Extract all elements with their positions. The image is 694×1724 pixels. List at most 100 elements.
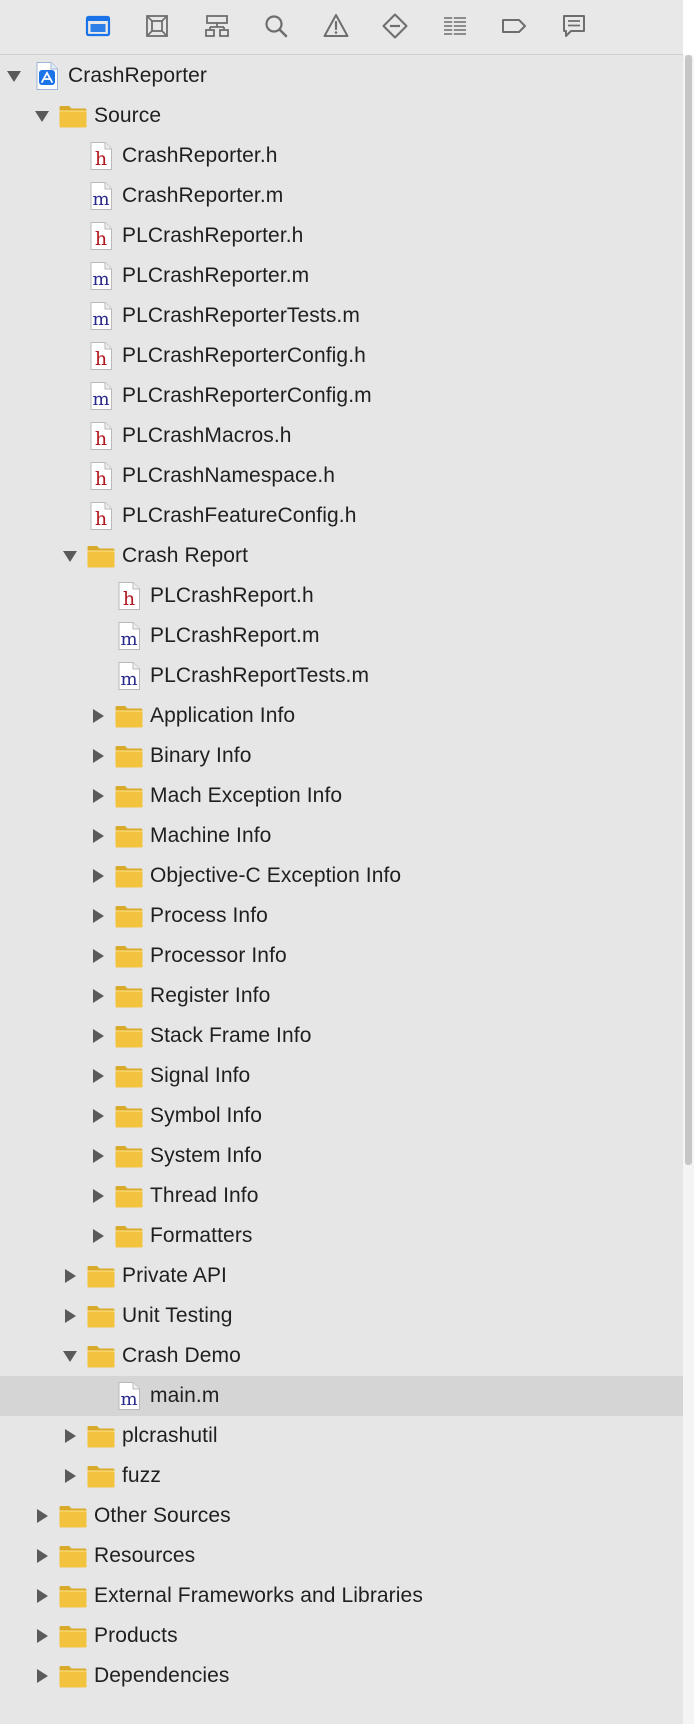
tree-row-plcrashreporter-m[interactable]: m PLCrashReporter.m xyxy=(0,256,683,296)
disclosure-collapsed-icon[interactable] xyxy=(89,827,107,845)
disclosure-collapsed-icon[interactable] xyxy=(89,787,107,805)
tree-item-label: PLCrashReporterConfig.h xyxy=(122,344,366,367)
tree-row-thread-info[interactable]: Thread Info xyxy=(0,1176,683,1216)
report-bubble-icon[interactable] xyxy=(554,9,594,43)
disclosure-collapsed-icon[interactable] xyxy=(61,1267,79,1285)
tree-item-label: Crash Report xyxy=(122,544,249,567)
tree-row-external-frameworks-and-libraries[interactable]: External Frameworks and Libraries xyxy=(0,1576,683,1616)
folder-icon xyxy=(58,101,88,131)
svg-text:h: h xyxy=(95,508,107,530)
breakpoint-tag-icon[interactable] xyxy=(494,9,534,43)
tree-row-stack-frame-info[interactable]: Stack Frame Info xyxy=(0,1016,683,1056)
svg-text:m: m xyxy=(120,629,137,650)
issue-warning-icon[interactable] xyxy=(316,9,356,43)
tree-row-dependencies[interactable]: Dependencies xyxy=(0,1656,683,1696)
disclosure-collapsed-icon[interactable] xyxy=(89,907,107,925)
disclosure-collapsed-icon[interactable] xyxy=(89,947,107,965)
disclosure-collapsed-icon[interactable] xyxy=(89,987,107,1005)
disclosure-collapsed-icon[interactable] xyxy=(33,1547,51,1565)
disclosure-collapsed-icon[interactable] xyxy=(61,1307,79,1325)
tree-row-register-info[interactable]: Register Info xyxy=(0,976,683,1016)
tree-row-plcrashreporterconfig-m[interactable]: m PLCrashReporterConfig.m xyxy=(0,376,683,416)
tree-row-application-info[interactable]: Application Info xyxy=(0,696,683,736)
tree-row-private-api[interactable]: Private API xyxy=(0,1256,683,1296)
tree-row-other-sources[interactable]: Other Sources xyxy=(0,1496,683,1536)
tree-row-system-info[interactable]: System Info xyxy=(0,1136,683,1176)
disclosure-collapsed-icon[interactable] xyxy=(61,1427,79,1445)
folder-icon xyxy=(58,1581,88,1611)
disclosure-collapsed-icon[interactable] xyxy=(61,1467,79,1485)
tree-row-plcrashreport-h[interactable]: h PLCrashReport.h xyxy=(0,576,683,616)
tree-row-plcrashreporterconfig-h[interactable]: h PLCrashReporterConfig.h xyxy=(0,336,683,376)
tree-row-binary-info[interactable]: Binary Info xyxy=(0,736,683,776)
source-control-icon[interactable] xyxy=(137,9,177,43)
tree-row-crashreporter-m[interactable]: m CrashReporter.m xyxy=(0,176,683,216)
tree-row-formatters[interactable]: Formatters xyxy=(0,1216,683,1256)
tree-item-label: Symbol Info xyxy=(150,1104,262,1127)
disclosure-collapsed-icon[interactable] xyxy=(33,1507,51,1525)
tree-item-label: PLCrashReportTests.m xyxy=(150,664,370,687)
tree-item-label: Thread Info xyxy=(150,1184,259,1207)
disclosure-collapsed-icon[interactable] xyxy=(33,1587,51,1605)
header-file-icon: h xyxy=(86,421,116,451)
disclosure-collapsed-icon[interactable] xyxy=(89,1107,107,1125)
tree-item-label: fuzz xyxy=(122,1464,161,1487)
disclosure-collapsed-icon[interactable] xyxy=(89,1227,107,1245)
tree-row-symbol-info[interactable]: Symbol Info xyxy=(0,1096,683,1136)
tree-item-label: PLCrashReporterConfig.m xyxy=(122,384,372,407)
disclosure-collapsed-icon[interactable] xyxy=(89,1067,107,1085)
test-diamond-icon[interactable] xyxy=(375,9,415,43)
tree-row-products[interactable]: Products xyxy=(0,1616,683,1656)
tree-row-signal-info[interactable]: Signal Info xyxy=(0,1056,683,1096)
scrollbar-thumb[interactable] xyxy=(685,55,692,1165)
tree-row-plcrashreporttests-m[interactable]: m PLCrashReportTests.m xyxy=(0,656,683,696)
disclosure-expanded-icon[interactable] xyxy=(5,67,23,85)
project-navigator-icon[interactable] xyxy=(78,9,118,43)
disclosure-expanded-icon[interactable] xyxy=(33,107,51,125)
disclosure-collapsed-icon[interactable] xyxy=(89,867,107,885)
tree-row-plcrashutil[interactable]: plcrashutil xyxy=(0,1416,683,1456)
tree-row-plcrashmacros-h[interactable]: h PLCrashMacros.h xyxy=(0,416,683,456)
disclosure-collapsed-icon[interactable] xyxy=(89,707,107,725)
tree-row-plcrashreporter-h[interactable]: h PLCrashReporter.h xyxy=(0,216,683,256)
tree-row-fuzz[interactable]: fuzz xyxy=(0,1456,683,1496)
folder-icon xyxy=(114,1021,144,1051)
tree-row-mach-exception-info[interactable]: Mach Exception Info xyxy=(0,776,683,816)
tree-row-plcrashreport-m[interactable]: m PLCrashReport.m xyxy=(0,616,683,656)
svg-text:h: h xyxy=(95,148,107,170)
symbol-hierarchy-icon[interactable] xyxy=(197,9,237,43)
tree-item-label: Processor Info xyxy=(150,944,287,967)
disclosure-collapsed-icon[interactable] xyxy=(89,1027,107,1045)
tree-row-crashreporter[interactable]: CrashReporter xyxy=(0,56,683,96)
tree-row-resources[interactable]: Resources xyxy=(0,1536,683,1576)
tree-row-process-info[interactable]: Process Info xyxy=(0,896,683,936)
disclosure-collapsed-icon[interactable] xyxy=(33,1667,51,1685)
tree-item-label: Machine Info xyxy=(150,824,272,847)
tree-row-plcrashnamespace-h[interactable]: h PLCrashNamespace.h xyxy=(0,456,683,496)
disclosure-collapsed-icon[interactable] xyxy=(89,747,107,765)
tree-row-machine-info[interactable]: Machine Info xyxy=(0,816,683,856)
svg-text:h: h xyxy=(95,348,107,370)
tree-item-label: Objective-C Exception Info xyxy=(150,864,402,887)
tree-row-plcrashreportertests-m[interactable]: m PLCrashReporterTests.m xyxy=(0,296,683,336)
tree-item-label: PLCrashReporter.m xyxy=(122,264,310,287)
tree-row-plcrashfeatureconfig-h[interactable]: h PLCrashFeatureConfig.h xyxy=(0,496,683,536)
tree-row-processor-info[interactable]: Processor Info xyxy=(0,936,683,976)
tree-row-crash-demo[interactable]: Crash Demo xyxy=(0,1336,683,1376)
objc-source-file-icon: m xyxy=(86,261,116,291)
tree-row-crash-report[interactable]: Crash Report xyxy=(0,536,683,576)
tree-row-unit-testing[interactable]: Unit Testing xyxy=(0,1296,683,1336)
tree-row-objective-c-exception-info[interactable]: Objective-C Exception Info xyxy=(0,856,683,896)
tree-row-source[interactable]: Source xyxy=(0,96,683,136)
disclosure-collapsed-icon[interactable] xyxy=(89,1147,107,1165)
debug-lines-icon[interactable] xyxy=(435,9,475,43)
tree-row-crashreporter-h[interactable]: h CrashReporter.h xyxy=(0,136,683,176)
disclosure-collapsed-icon[interactable] xyxy=(89,1187,107,1205)
disclosure-expanded-icon[interactable] xyxy=(61,547,79,565)
tree-item-label: Signal Info xyxy=(150,1064,251,1087)
tree-row-main-m[interactable]: m main.m xyxy=(0,1376,683,1416)
disclosure-collapsed-icon[interactable] xyxy=(33,1627,51,1645)
find-icon[interactable] xyxy=(256,9,296,43)
disclosure-expanded-icon[interactable] xyxy=(61,1347,79,1365)
